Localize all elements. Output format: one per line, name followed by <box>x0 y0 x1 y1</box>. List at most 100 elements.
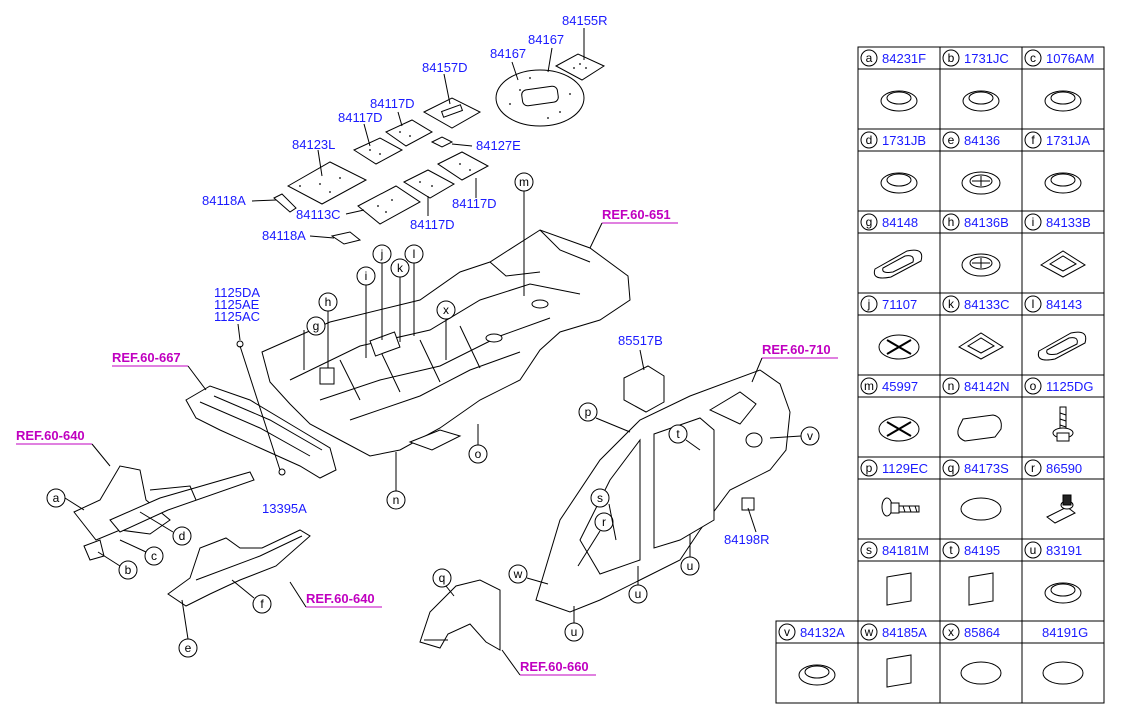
cross-plug-icon <box>878 416 920 442</box>
svg-text:p: p <box>585 405 592 419</box>
grommet-icon <box>798 664 836 686</box>
legend-cell-b: b 1731JC <box>939 46 1023 130</box>
callout-o: o <box>468 424 488 464</box>
ellipse-icon <box>960 497 1002 521</box>
callout-c: c <box>119 539 164 566</box>
svg-text:w: w <box>513 567 523 581</box>
part-84167-a: 84167 <box>528 32 564 47</box>
legend-letter: x <box>948 625 954 639</box>
svg-text:REF.60-640: REF.60-640 <box>16 428 85 443</box>
svg-text:a: a <box>53 491 60 505</box>
part-84113C: 84113C <box>296 207 341 222</box>
legend-letter-circle <box>860 377 878 395</box>
callout-h: h <box>318 292 338 368</box>
diamond-plug-icon <box>958 332 1004 360</box>
ref-60-710[interactable]: REF.60-710 <box>751 342 838 383</box>
legend-letter: w <box>864 625 874 639</box>
legend-part-number: 84148 <box>882 215 918 230</box>
legend-letter: b <box>948 51 955 65</box>
ref-60-651[interactable]: REF.60-651 <box>589 207 678 249</box>
legend-letter-circle <box>942 377 960 395</box>
svg-text:REF.60-710: REF.60-710 <box>762 342 831 357</box>
legend-letter: e <box>948 133 955 147</box>
callout-u2: u <box>628 566 648 604</box>
part-84198R: 84198R <box>724 532 770 547</box>
legend-letter: t <box>949 543 953 557</box>
legend-letter: q <box>948 461 955 475</box>
svg-text:e: e <box>185 641 192 655</box>
callout-m: m <box>514 172 534 296</box>
side-members <box>73 465 311 607</box>
svg-text:REF.60-640: REF.60-640 <box>306 591 375 606</box>
legend-part-number: 1731JC <box>964 51 1009 66</box>
legend-letter: s <box>866 543 872 557</box>
ref-60-640-a[interactable]: REF.60-640 <box>16 428 111 467</box>
callout-q: q <box>432 568 455 597</box>
ref-60-660[interactable]: REF.60-660 <box>501 649 596 676</box>
svg-text:c: c <box>151 549 157 563</box>
grommet-icon <box>1044 582 1082 604</box>
side-body <box>535 365 791 613</box>
callout-b: b <box>97 551 138 580</box>
legend-letter-circle <box>1024 377 1042 395</box>
ref-60-667[interactable]: REF.60-667 <box>112 350 207 391</box>
part-84118A-1: 84118A <box>202 193 246 208</box>
oval-plug-icon <box>1037 331 1087 361</box>
legend-letter: j <box>867 297 871 311</box>
bolt-side-icon <box>881 497 920 517</box>
legend-part-number: 1125DG <box>1046 379 1093 394</box>
callout-x: x <box>436 300 456 360</box>
callout-f: f <box>231 579 272 614</box>
pad-icon <box>886 572 912 606</box>
part-84117D-2: 84117D <box>338 110 383 125</box>
part-84127E: 84127E <box>476 138 521 153</box>
callout-k: k <box>390 258 410 342</box>
part-labels: 84155R 84167 84167 84157D 84117D 84117D … <box>202 13 770 547</box>
part-84118A-2: 84118A <box>262 228 306 243</box>
legend-part-number: 1731JA <box>1046 133 1090 148</box>
capsule-plug-icon <box>957 414 1002 442</box>
svg-text:b: b <box>125 563 132 577</box>
part-84157D: 84157D <box>422 60 468 75</box>
legend-part-number: 85864 <box>964 625 1000 640</box>
callout-e: e <box>178 599 198 658</box>
legend-part-number: 45997 <box>882 379 918 394</box>
grommet-icon <box>880 172 918 194</box>
legend-part-number: 84191G <box>1042 625 1088 640</box>
legend-letter-circle <box>860 541 878 559</box>
legend-letter: a <box>866 51 873 65</box>
cowl-panel <box>185 340 337 479</box>
ref-60-640-b[interactable]: REF.60-640 <box>289 581 382 608</box>
svg-text:g: g <box>313 319 320 333</box>
legend-letter: r <box>1031 461 1035 475</box>
svg-text:t: t <box>676 427 680 441</box>
svg-text:i: i <box>365 269 368 283</box>
legend-letter-circle <box>942 295 960 313</box>
svg-text:REF.60-651: REF.60-651 <box>602 207 671 222</box>
svg-text:j: j <box>380 247 384 261</box>
legend-part-number: 71107 <box>882 297 917 312</box>
part-84117D-4: 84117D <box>410 217 455 232</box>
part-13395A: 13395A <box>262 501 307 516</box>
part-84117D-3: 84117D <box>452 196 497 211</box>
svg-text:o: o <box>475 447 482 461</box>
legend-letter: n <box>948 379 955 393</box>
callout-r: r <box>577 512 614 567</box>
clip-icon <box>1046 494 1076 524</box>
legend-letter-circle <box>942 213 960 231</box>
svg-text:q: q <box>439 571 446 585</box>
legend-letter-circle <box>942 623 960 641</box>
ref-labels: REF.60-651 REF.60-667 REF.60-640 REF.60-… <box>16 207 838 676</box>
legend-part-number: 84142N <box>964 379 1010 394</box>
legend-letter: v <box>784 625 790 639</box>
part-85517B: 85517B <box>618 333 663 348</box>
front-fender <box>419 579 501 651</box>
